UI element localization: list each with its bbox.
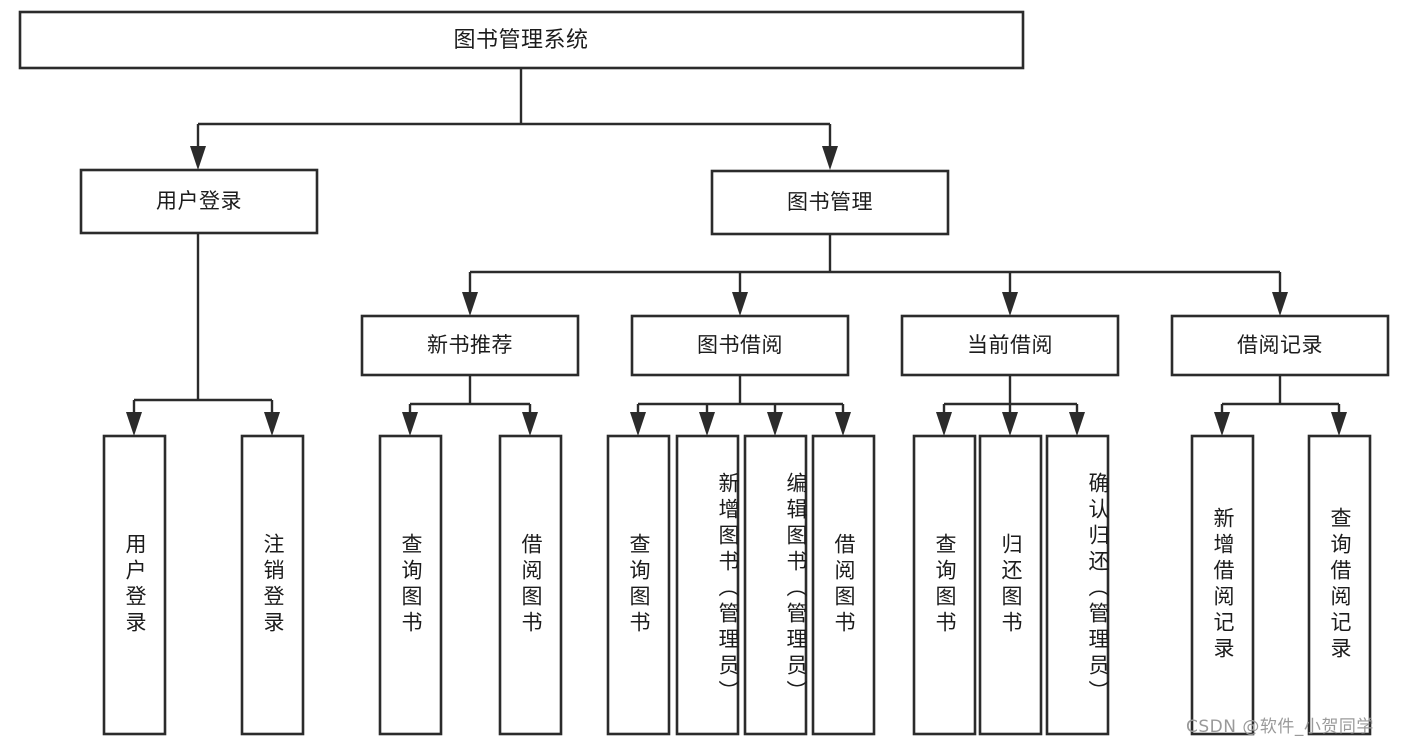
node-book-borrow-label: 图书借阅 [697, 333, 783, 357]
node-book-borrow-box[interactable] [630, 314, 850, 377]
arrow-newbook-leaf-1 [402, 412, 418, 436]
arrow-to-book-borrow [732, 292, 748, 316]
arrow-currentborrow-leaf-3 [1069, 412, 1085, 436]
arrow-to-borrow-record [1272, 292, 1288, 316]
leaf-box-borrow-edit[interactable] [743, 434, 808, 736]
arrow-newbook-leaf-2 [522, 412, 538, 436]
node-new-book-box[interactable] [360, 314, 580, 377]
node-borrow-record-box[interactable] [1170, 314, 1390, 377]
arrow-currentborrow-leaf-2 [1002, 412, 1018, 436]
node-root-box[interactable] [18, 10, 1025, 70]
node-user-login-label: 用户登录 [156, 189, 242, 213]
node-current-borrow-box[interactable] [900, 314, 1120, 377]
edge-layer [126, 68, 1347, 436]
arrow-bookborrow-leaf-1 [630, 412, 646, 436]
leaf-box-newbook-borrow[interactable] [498, 434, 563, 736]
leaf-box-current-confirm[interactable] [1045, 434, 1110, 736]
arrow-bookborrow-leaf-3 [767, 412, 783, 436]
node-root-label: 图书管理系统 [453, 28, 588, 53]
arrow-bookborrow-leaf-4 [835, 412, 851, 436]
leaf-box-borrow-lend[interactable] [811, 434, 876, 736]
node-borrow-record-label: 借阅记录 [1237, 333, 1323, 357]
arrow-to-userlogin [190, 146, 206, 170]
leaf-box-current-return[interactable] [978, 434, 1043, 736]
leaf-box-borrow-query[interactable] [606, 434, 671, 736]
node-book-management-box[interactable] [710, 169, 950, 236]
arrow-to-bookmgmt [822, 146, 838, 170]
arrow-to-logout-leaf [264, 412, 280, 436]
leaf-box-newbook-query[interactable] [378, 434, 443, 736]
leaf-box-record-query[interactable] [1307, 434, 1372, 736]
node-book-management-label: 图书管理 [787, 190, 873, 214]
node-new-book-label: 新书推荐 [427, 333, 513, 357]
arrow-to-user-login-leaf [126, 412, 142, 436]
leaf-box-user-login[interactable] [102, 434, 167, 736]
arrow-to-current-borrow [1002, 292, 1018, 316]
node-current-borrow-label: 当前借阅 [967, 333, 1053, 357]
node-user-login-box[interactable] [79, 168, 319, 235]
arrow-borrowrecord-leaf-2 [1331, 412, 1347, 436]
leaf-box-record-add[interactable] [1190, 434, 1255, 736]
arrow-borrowrecord-leaf-1 [1214, 412, 1230, 436]
leaf-box-current-query[interactable] [912, 434, 977, 736]
arrow-bookborrow-leaf-2 [699, 412, 715, 436]
arrow-to-new-book [462, 292, 478, 316]
node-layer: 图书管理系统 用户登录 图书管理 新书推荐 图书借阅 当前借阅 借阅记录 [18, 10, 1390, 736]
arrow-currentborrow-leaf-1 [936, 412, 952, 436]
csdn-watermark: CSDN @软件_小贺同学 [1186, 717, 1374, 737]
leaf-box-logout[interactable] [240, 434, 305, 736]
leaf-box-borrow-add[interactable] [675, 434, 740, 736]
